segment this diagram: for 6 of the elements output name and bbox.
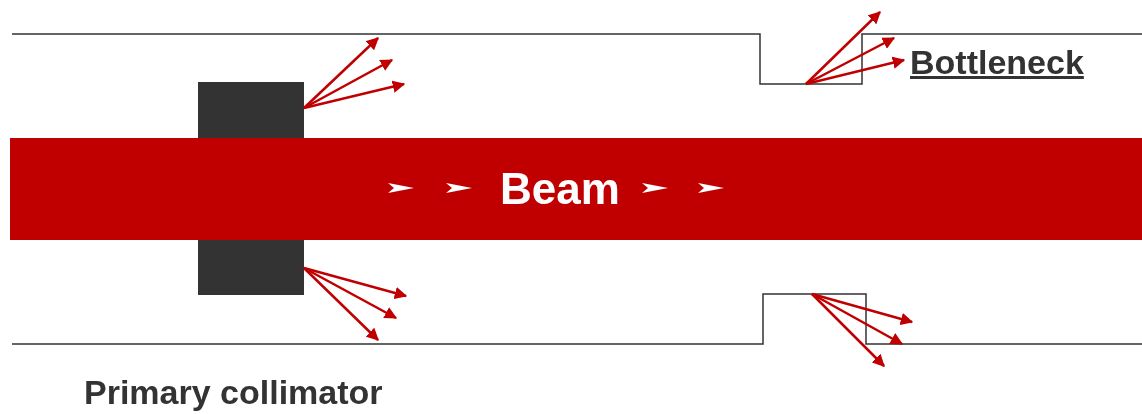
bottleneck-label: Bottleneck [910, 45, 1084, 79]
beam-band [10, 138, 1142, 240]
collimator-block [198, 82, 304, 138]
collimator-label: Primary collimator [84, 375, 383, 409]
collimator-block [198, 240, 304, 295]
beam-label: Beam [500, 167, 620, 211]
